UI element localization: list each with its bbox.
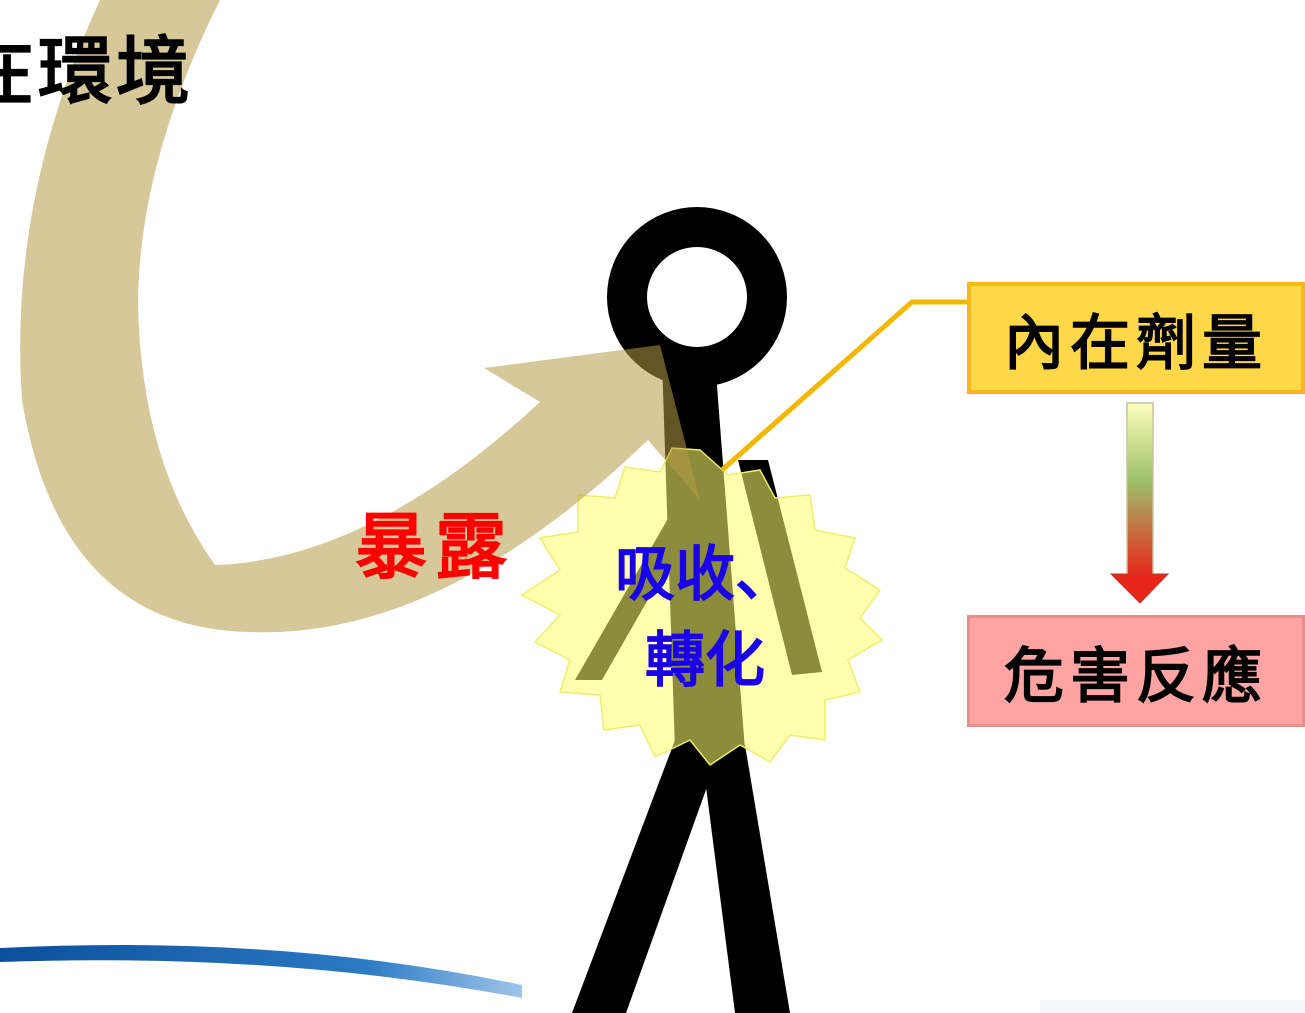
exposure-curved-arrow (20, 0, 701, 633)
dose-to-effect-arrow (1109, 402, 1170, 604)
absorb-label-line2: 轉化 (645, 626, 765, 696)
adverse-effect-label: 危害反應 (1004, 641, 1268, 712)
dose-connector-line (720, 299, 967, 472)
absorption-burst (520, 447, 884, 767)
absorb-label-line1: 吸收、 (615, 540, 795, 610)
figure-left-leg (572, 740, 722, 1013)
diagram-title: 在環境 (0, 29, 194, 115)
adverse-effect-box: 危害反應 (967, 615, 1305, 727)
exposure-label: 暴露 (355, 504, 516, 589)
figure-head (607, 207, 787, 387)
internal-dose-label: 內在劑量 (1004, 308, 1268, 379)
bottom-right-highlight (1040, 1000, 1305, 1013)
internal-dose-box: 內在劑量 (967, 282, 1305, 394)
absorb-transform-label: 吸收、 轉化 (590, 532, 820, 704)
bottom-swoosh (0, 944, 522, 998)
figure-right-leg (700, 740, 790, 1013)
